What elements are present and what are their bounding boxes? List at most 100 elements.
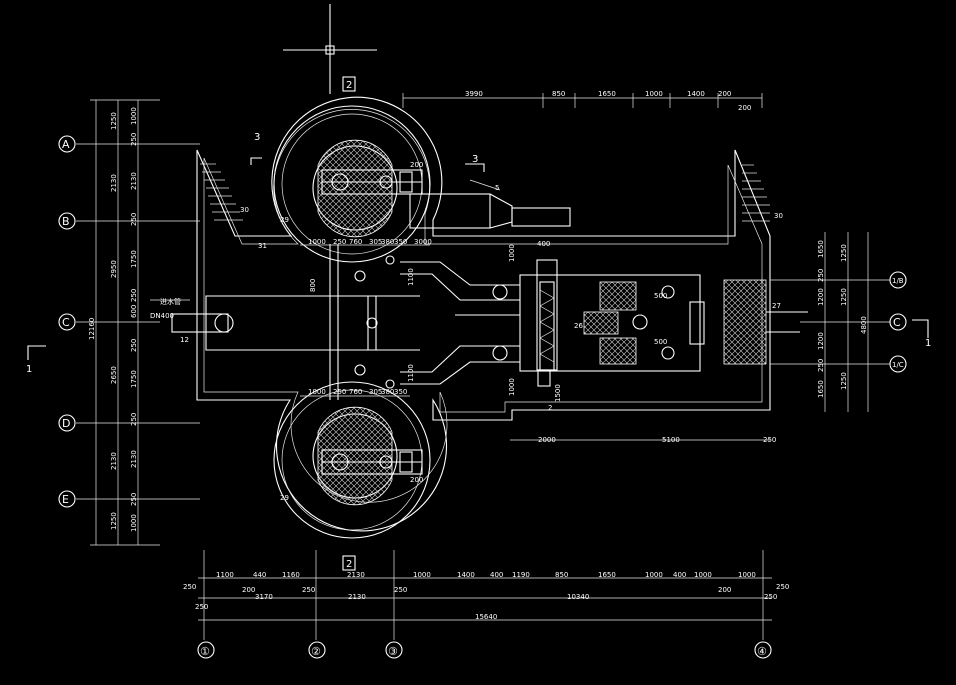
svg-text:1: 1: [26, 364, 32, 375]
svg-text:250: 250: [130, 339, 138, 352]
bottom-axis-bubbles: ① ② ③ ④: [197, 641, 772, 659]
svg-text:3: 3: [472, 154, 478, 165]
svg-text:30: 30: [774, 212, 783, 220]
svg-text:1750: 1750: [130, 370, 138, 388]
svg-text:1000: 1000: [508, 378, 516, 396]
svg-text:760: 760: [349, 238, 362, 246]
svg-text:1250: 1250: [840, 244, 848, 262]
svg-text:250: 250: [302, 586, 315, 594]
svg-text:2: 2: [346, 559, 352, 570]
svg-text:350: 350: [394, 388, 407, 396]
svg-text:400: 400: [673, 571, 686, 579]
svg-text:250: 250: [333, 238, 346, 246]
svg-text:10340: 10340: [567, 593, 589, 601]
svg-text:29: 29: [280, 494, 289, 502]
svg-text:29: 29: [280, 216, 289, 224]
svg-text:1200: 1200: [817, 288, 825, 306]
svg-text:D: D: [62, 417, 70, 430]
svg-text:1/B: 1/B: [892, 277, 904, 285]
svg-text:④: ④: [757, 645, 767, 658]
svg-text:1000: 1000: [308, 388, 326, 396]
svg-text:2950: 2950: [110, 260, 118, 278]
treatment-bottom-dims: 2000 5100 250: [510, 436, 776, 444]
svg-text:200: 200: [718, 586, 731, 594]
hatch-left-triangle: [200, 163, 243, 221]
svg-text:1650: 1650: [817, 380, 825, 398]
svg-text:1: 1: [925, 338, 931, 349]
svg-text:1650: 1650: [817, 240, 825, 258]
building-outline: [196, 96, 771, 532]
svg-text:31: 31: [258, 242, 267, 250]
svg-text:400: 400: [537, 240, 550, 248]
svg-text:250: 250: [130, 413, 138, 426]
svg-text:27: 27: [772, 302, 781, 310]
svg-text:850: 850: [555, 571, 568, 579]
svg-text:1000: 1000: [413, 571, 431, 579]
svg-text:1000: 1000: [645, 90, 663, 98]
svg-text:200: 200: [242, 586, 255, 594]
svg-text:440: 440: [253, 571, 266, 579]
svg-text:250: 250: [776, 583, 789, 591]
svg-text:250: 250: [333, 388, 346, 396]
svg-text:600: 600: [130, 305, 138, 318]
svg-text:进水管: 进水管: [160, 297, 181, 306]
upper-pump-chamber: [273, 105, 431, 263]
svg-text:3990: 3990: [465, 90, 483, 98]
svg-text:1000: 1000: [694, 571, 712, 579]
svg-text:1400: 1400: [687, 90, 705, 98]
svg-text:1000: 1000: [508, 244, 516, 262]
svg-text:4800: 4800: [860, 316, 868, 334]
svg-text:①: ①: [200, 645, 210, 658]
svg-text:1750: 1750: [130, 250, 138, 268]
svg-text:2130: 2130: [110, 174, 118, 192]
svg-text:500: 500: [654, 338, 667, 346]
svg-text:3170: 3170: [255, 593, 273, 601]
bottom-dimension-rows: 250 1100 440 1160 2130 1000 1400 400 119…: [183, 550, 789, 640]
section-mark-top: 2: [342, 76, 356, 92]
section-mark-1-right: 1: [912, 319, 931, 349]
svg-text:2130: 2130: [348, 593, 366, 601]
svg-text:12160: 12160: [88, 318, 96, 340]
svg-text:1200: 1200: [817, 332, 825, 350]
svg-text:2: 2: [346, 80, 352, 91]
svg-text:250: 250: [183, 583, 196, 591]
svg-text:1190: 1190: [512, 571, 530, 579]
svg-text:2130: 2130: [130, 450, 138, 468]
svg-text:1160: 1160: [282, 571, 300, 579]
svg-text:1250: 1250: [110, 512, 118, 530]
svg-text:3000: 3000: [414, 238, 432, 246]
svg-text:1250: 1250: [110, 112, 118, 130]
svg-text:2130: 2130: [347, 571, 365, 579]
svg-text:DN400: DN400: [150, 312, 174, 320]
svg-text:200: 200: [738, 104, 751, 112]
callouts: 30 30 31 29 29 800 200 200 1100 1100 100…: [240, 161, 783, 502]
section-mark-bottom: 2: [342, 555, 356, 571]
crosshair-cursor: [283, 4, 377, 94]
svg-text:800: 800: [309, 279, 317, 292]
svg-text:5100: 5100: [662, 436, 680, 444]
svg-text:250: 250: [130, 493, 138, 506]
svg-text:1100: 1100: [407, 268, 415, 286]
svg-text:250: 250: [130, 133, 138, 146]
svg-text:1400: 1400: [457, 571, 475, 579]
section-mark-1-left: 1: [26, 345, 46, 375]
svg-text:400: 400: [490, 571, 503, 579]
svg-text:250: 250: [195, 603, 208, 611]
svg-text:250: 250: [130, 289, 138, 302]
svg-text:1000: 1000: [738, 571, 756, 579]
svg-text:250: 250: [817, 359, 825, 372]
svg-text:1650: 1650: [598, 571, 616, 579]
svg-text:C: C: [893, 316, 901, 329]
svg-text:C: C: [62, 316, 70, 329]
svg-text:B: B: [62, 215, 70, 228]
top-discharge-pipe: 5: [409, 179, 571, 229]
svg-text:1250: 1250: [840, 372, 848, 390]
svg-text:1650: 1650: [598, 90, 616, 98]
svg-text:1250: 1250: [840, 288, 848, 306]
svg-text:500: 500: [654, 292, 667, 300]
svg-text:250: 250: [763, 436, 776, 444]
svg-text:1000: 1000: [130, 107, 138, 125]
svg-text:200: 200: [410, 476, 423, 484]
svg-text:26: 26: [574, 322, 583, 330]
